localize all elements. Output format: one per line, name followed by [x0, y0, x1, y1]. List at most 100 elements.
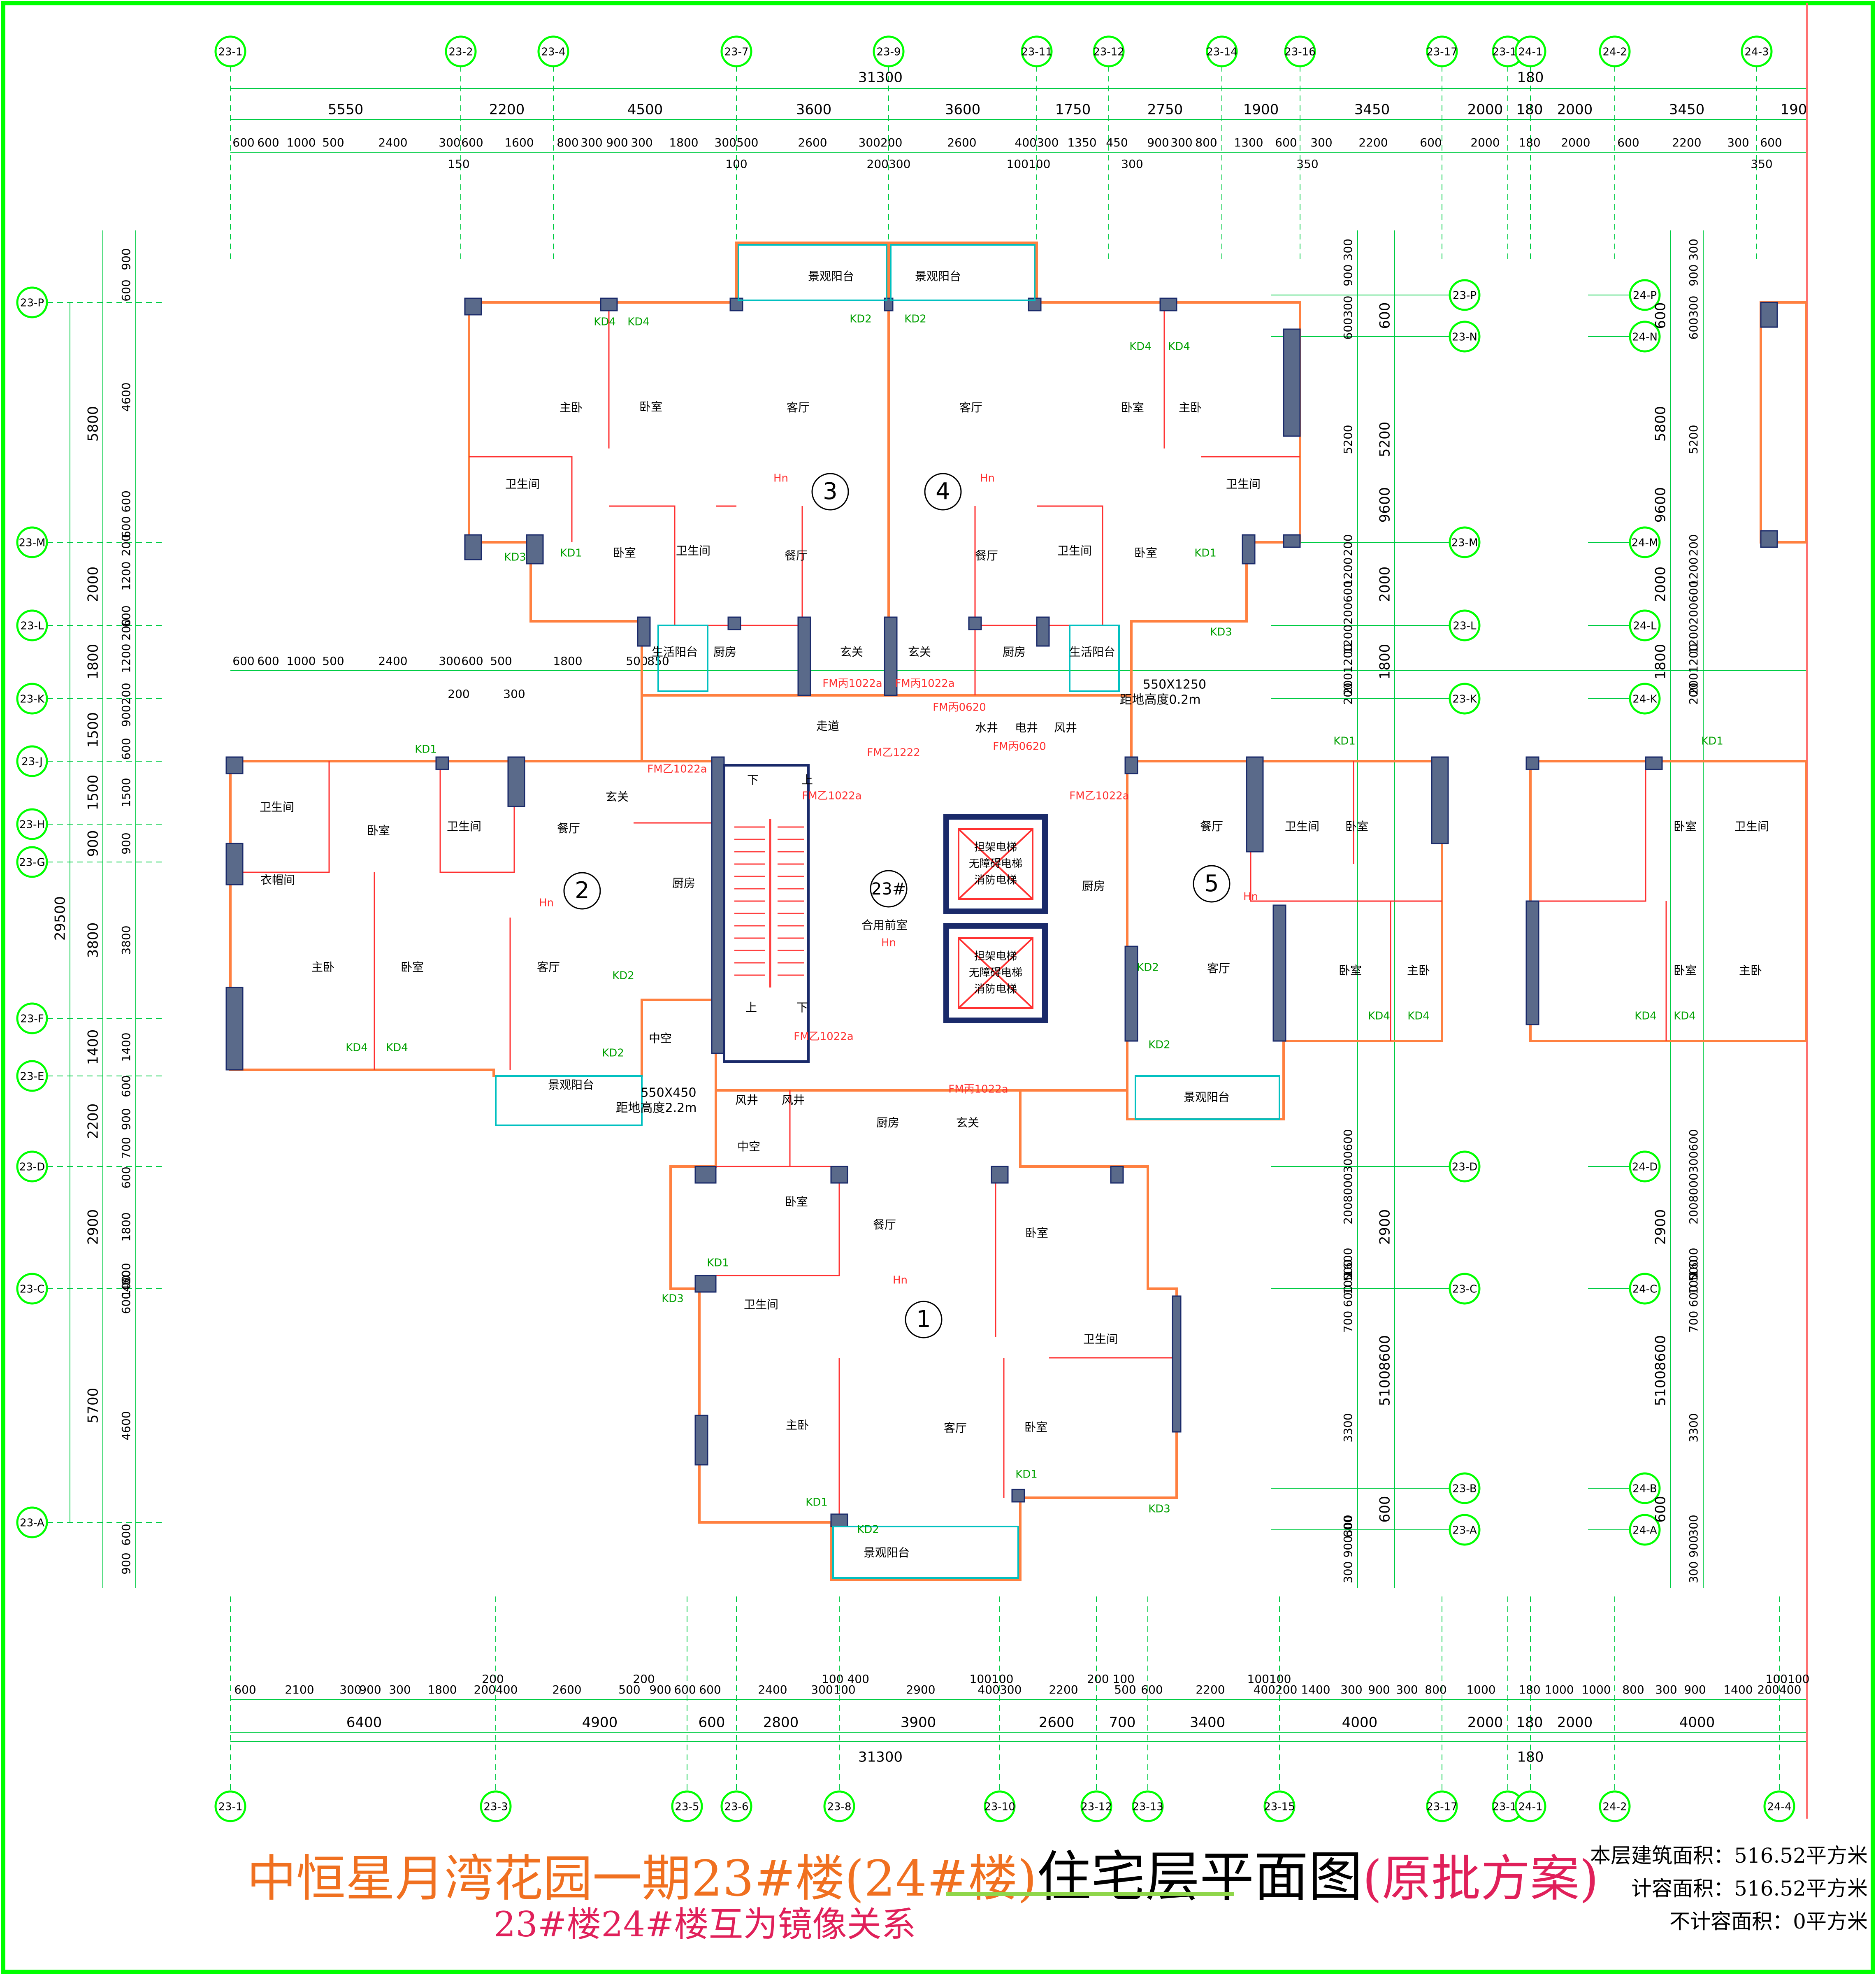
bottom-detail-dim-text: 800 [1622, 1683, 1644, 1696]
bottom-detail-dim-text: 1000 [1544, 1683, 1574, 1696]
axis-bottom-circle [984, 1790, 1016, 1822]
bottom-main-dim-text: 2600 [1039, 1715, 1075, 1731]
elevator-label: 无障碍电梯 [969, 967, 1022, 979]
axis-top-label: 23-9 [876, 46, 901, 58]
right24-detail-dim-text: 200 [1687, 673, 1700, 695]
bottom-detail-dim-text: 1400 [1723, 1683, 1753, 1696]
right24-main-dim-text: 2000 [1653, 567, 1669, 602]
unit-circle [924, 473, 962, 511]
window-tag: KD4 [1129, 341, 1152, 353]
window-tag: KD1 [1701, 735, 1723, 748]
axis-left-label: 23-G [19, 857, 45, 869]
window-tag: KD1 [560, 547, 582, 560]
axis-left-circle [16, 846, 48, 878]
top-detail-dim-text: 600 [1420, 136, 1442, 149]
window-tag: KD3 [1210, 626, 1232, 639]
room-label: 玄关 [606, 790, 629, 804]
elevator-label: 担架电梯 [974, 950, 1017, 963]
column [884, 297, 894, 311]
bottom-detail-dim-text: 900 [1368, 1683, 1390, 1696]
axis-left-label: 23-P [20, 297, 44, 309]
axis-top-label: 23-7 [724, 46, 748, 58]
right23-main-dim-text: 5200 [1377, 422, 1393, 458]
top-main-dim-text: 1750 [1055, 102, 1091, 118]
unit-number: 5 [1204, 870, 1219, 897]
right23-detail-dim-text: 200 [1341, 534, 1355, 556]
room-label: 餐厅 [785, 549, 808, 562]
mid-detail-dim-text: 600 [257, 654, 279, 668]
window-tag: KD1 [806, 1496, 828, 1509]
bottom-small-dim-text: 100 400 [822, 1672, 869, 1686]
drawing-title: 中恒星月湾花园一期23#楼(24#楼)住宅层平面图(原批方案) [247, 1833, 1599, 1912]
bottom-detail-dim-text: 200400 [474, 1683, 518, 1696]
axis-left-circle [16, 1506, 48, 1538]
mid-detail-dim-text: 1800 [553, 654, 582, 668]
stair [723, 764, 810, 1063]
top-detail-dim-text: 1600 [504, 136, 534, 149]
window-tag: KD1 [1015, 1468, 1038, 1481]
room-label: 卧室 [1121, 401, 1144, 414]
bottom-detail-dim-text: 2200 [1196, 1683, 1225, 1696]
axis-bottom-circle [1599, 1790, 1631, 1822]
window-tag: KD4 [627, 316, 650, 328]
left-detail-dim-text: 600 [119, 1075, 133, 1097]
column [600, 297, 618, 311]
axis-right-24-circle [1629, 1273, 1661, 1305]
right23-main-dim-text: 8600 [1377, 1335, 1393, 1371]
mid-detail-dim-text: 300 [439, 654, 460, 668]
axis-top-circle [1021, 35, 1053, 67]
bottom-detail-dim-text: 600 [234, 1683, 256, 1696]
elevator-label: 消防电梯 [974, 983, 1017, 996]
bottom-main-dim-text: 3400 [1190, 1715, 1226, 1731]
top-detail-dim-text: 1800 [669, 136, 698, 149]
column [694, 1275, 717, 1293]
elevator-label: 消防电梯 [974, 874, 1017, 887]
room-label: 卧室 [1674, 964, 1697, 977]
room-label: FM乙1022a [802, 790, 862, 802]
bottom-main-dim-text: 2000 [1557, 1715, 1593, 1731]
axis-bottom-label: 23-12 [1081, 1801, 1112, 1813]
axis-top-circle [1284, 35, 1316, 67]
axis-right-24-circle [1629, 526, 1661, 558]
bottom-small-dim-text: 100100 [970, 1672, 1014, 1686]
bottom-detail-dim-text: 180 [1518, 1683, 1540, 1696]
bottom-main-dim-text: 700 [1109, 1715, 1136, 1731]
left-detail-dim-text: 900 [119, 1108, 133, 1130]
unit-number: 2 [575, 877, 590, 904]
room-label: 客厅 [537, 960, 560, 974]
right24-detail-dim-text: 1200 [1687, 557, 1700, 586]
axis-top-circle [1206, 35, 1238, 67]
room-label: 玄关 [840, 645, 863, 659]
axis-right-24-label: 24-C [1632, 1283, 1658, 1296]
axis-right-23-circle [1449, 1150, 1481, 1183]
axis-right-23-circle [1449, 1472, 1481, 1504]
window-tag: KD1 [1333, 735, 1356, 748]
right23-detail-dim-text: 300 [1341, 1515, 1355, 1536]
bottom-detail-dim-text: 300 [389, 1683, 411, 1696]
axis-top-circle [1599, 35, 1631, 67]
top-detail-dim-text: 900 [1147, 136, 1169, 149]
top-detail-dim-text: 300 [439, 136, 460, 149]
left-detail-dim-text: 900 [119, 248, 133, 270]
left-detail-dim-text: 200 [119, 534, 133, 556]
top-total-text: 180 [1517, 70, 1544, 86]
axis-right-24-label: 24-L [1633, 620, 1657, 632]
room-label: 走道 [816, 719, 839, 733]
right24-detail-dim-text: 600300 [1687, 296, 1700, 340]
top-detail-dim-text: 900 [606, 136, 628, 149]
top-detail-dim-text: 600 [232, 136, 254, 149]
room-label: 厨房 [1003, 645, 1026, 659]
window-tag: KD2 [1137, 962, 1159, 974]
axis-top-circle [1514, 35, 1546, 67]
unit-3-outline [468, 242, 890, 697]
bottom-detail-dim-text: 1400 [1301, 1683, 1330, 1696]
axis-top-label: 23-17 [1426, 46, 1458, 58]
axis-right-24-label: 24-K [1632, 693, 1657, 706]
window-tag: KD4 [1635, 1010, 1657, 1022]
right24-detail-dim-text: 100 [1687, 1273, 1700, 1294]
bottom-detail-dim-text: 300 [1655, 1683, 1677, 1696]
right23-detail-dim-text: 1200 [1341, 557, 1355, 586]
axis-left-circle [16, 1150, 48, 1183]
